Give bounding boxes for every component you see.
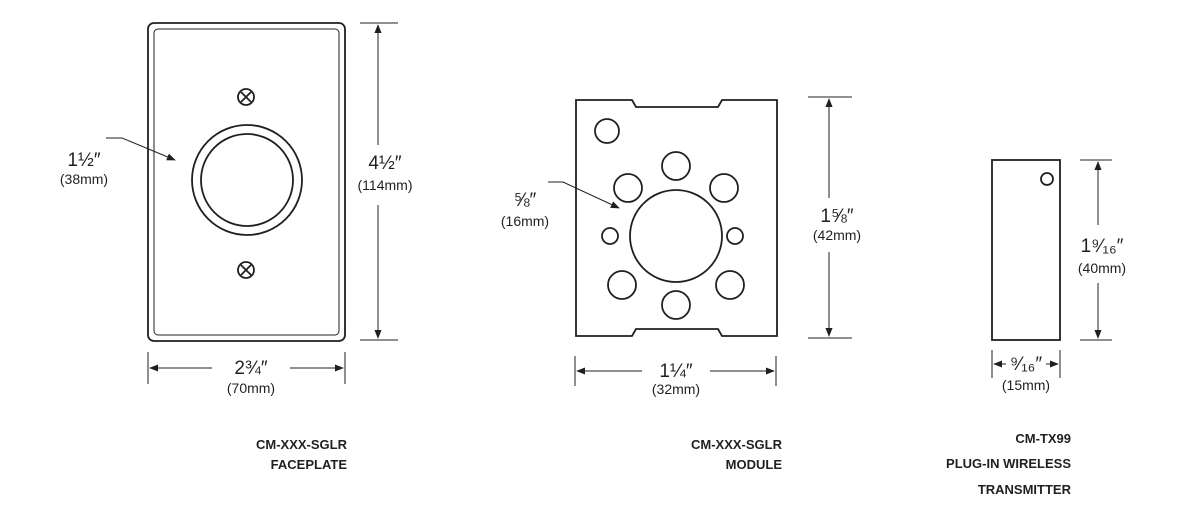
module-hole-dimension: ⅝″ (514, 190, 537, 211)
faceplate-caption-line1: CM-XXX-SGLR (256, 437, 348, 452)
faceplate-opening-inner (200, 133, 294, 227)
module-center-hole (629, 189, 723, 283)
module-upper-left-hole (613, 173, 643, 203)
module-height-dimension-mm: (42mm) (813, 227, 861, 243)
transmitter-height-dimension: 1⁹⁄₁₆″ (1081, 236, 1124, 257)
transmitter-drawing (991, 159, 1112, 378)
bottom-screw-icon (237, 261, 255, 279)
faceplate-drawing (106, 22, 398, 384)
module-drawing (548, 96, 852, 386)
faceplate-hole-dimension-mm: (38mm) (60, 171, 108, 187)
module-left-small-hole (601, 227, 619, 245)
transmitter-height-dimension-mm: (40mm) (1078, 260, 1126, 276)
faceplate-outer-outline (147, 22, 346, 342)
faceplate-inner-outline (153, 28, 340, 336)
faceplate-hole-dimension: 1½″ (67, 150, 100, 171)
faceplate-opening-outer (191, 124, 303, 236)
module-bottom-hole (661, 290, 691, 320)
module-lower-right-hole (715, 270, 745, 300)
module-right-small-hole (726, 227, 744, 245)
transmitter-width-dimension: ⁹⁄₁₆″ (1010, 354, 1042, 375)
module-caption-line1: CM-XXX-SGLR (691, 437, 783, 452)
module-height-dimension: 1⅝″ (820, 206, 853, 227)
module-corner-hole (594, 118, 620, 144)
top-screw-icon (237, 88, 255, 106)
transmitter-caption-line1: CM-TX99 (1015, 431, 1071, 446)
module-upper-right-hole (709, 173, 739, 203)
transmitter-caption-line3: TRANSMITTER (978, 482, 1072, 497)
transmitter-led-icon (1040, 172, 1054, 186)
module-hole-leader (548, 181, 620, 209)
faceplate-hole-leader (106, 137, 176, 161)
module-hole-dimension-mm: (16mm) (501, 213, 549, 229)
transmitter-caption-line2: PLUG-IN WIRELESS (946, 456, 1071, 471)
module-width-dimension-mm: (32mm) (652, 381, 700, 397)
faceplate-height-dimension: 4½″ (368, 153, 401, 174)
module-top-hole (661, 151, 691, 181)
module-caption-line2: MODULE (726, 457, 783, 472)
module-lower-left-hole (607, 270, 637, 300)
transmitter-outline (991, 159, 1061, 341)
faceplate-width-dimension-mm: (70mm) (227, 380, 275, 396)
faceplate-caption-line2: FACEPLATE (271, 457, 348, 472)
transmitter-width-dimension-mm: (15mm) (1002, 377, 1050, 393)
faceplate-height-dimension-mm: (114mm) (358, 177, 413, 193)
module-width-dimension: 1¼″ (659, 361, 692, 382)
faceplate-width-dimension: 2¾″ (234, 358, 267, 379)
module-outline (575, 99, 778, 337)
